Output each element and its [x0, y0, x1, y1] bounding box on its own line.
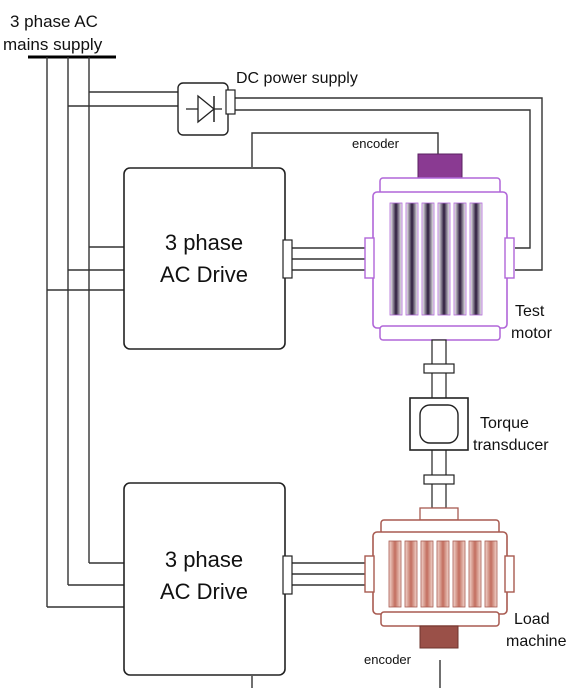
test-motor-label-line2: motor: [511, 325, 553, 342]
test-motor: encoder Test motor: [352, 136, 553, 342]
load-machine: encoder Load machine: [364, 507, 567, 667]
dc-power-supply: DC power supply: [177, 70, 358, 136]
torque-transducer: Torque transducer: [409, 397, 549, 454]
dc-supply-label: DC power supply: [236, 70, 358, 87]
drive1-label-line2: AC Drive: [160, 262, 248, 287]
ac-drive-2: 3 phase AC Drive: [123, 482, 293, 676]
diode-icon: [186, 94, 222, 124]
mains-supply: 3 phase AC mains supply: [3, 12, 116, 59]
drive2-label-line1: 3 phase: [165, 547, 243, 572]
test-motor-label-line1: Test: [515, 303, 545, 320]
load-label-line1: Load: [514, 611, 550, 628]
drive2-label-line2: AC Drive: [160, 579, 248, 604]
encoder-bottom-label: encoder: [364, 652, 412, 667]
ac-drive-1: 3 phase AC Drive: [123, 167, 293, 350]
drive1-label-line1: 3 phase: [165, 230, 243, 255]
torque-label-line1: Torque: [480, 415, 529, 432]
torque-label-line2: transducer: [473, 437, 549, 454]
load-machine-rotor-bars: [388, 540, 498, 608]
encoder-top-label: encoder: [352, 136, 400, 151]
test-motor-windings: [389, 202, 483, 316]
load-machine-encoder: [419, 625, 459, 649]
wiring: [46, 57, 543, 688]
load-label-line2: machine: [506, 633, 567, 650]
coupling-upper: [423, 363, 455, 374]
mains-label-line1: 3 phase AC: [10, 12, 98, 31]
coupling-lower: [423, 474, 455, 485]
mains-label-line2: mains supply: [3, 35, 103, 54]
test-motor-encoder: [417, 153, 463, 179]
